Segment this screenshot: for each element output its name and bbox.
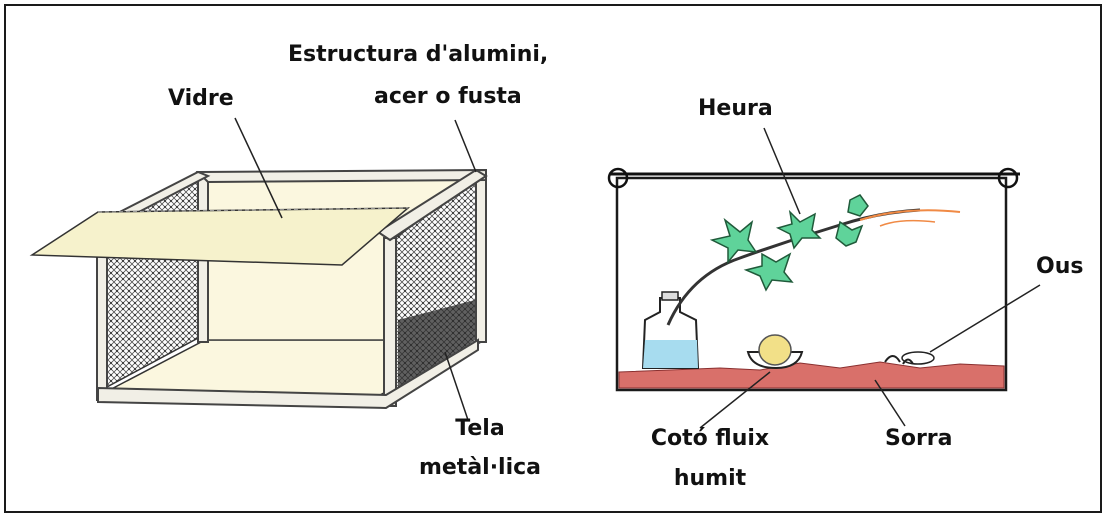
sand-layer	[618, 361, 1005, 389]
left-terrarium	[29, 117, 488, 421]
damp-cotton	[746, 334, 804, 370]
ivy-stem-tip	[859, 209, 961, 221]
label-glass: Vidre	[168, 86, 234, 111]
label-sand: Sorra	[885, 426, 953, 451]
water-bottle	[641, 291, 700, 369]
label-structure-line2: acer o fusta	[374, 84, 522, 109]
ivy-leaf	[775, 209, 822, 250]
sand-leader-line	[874, 379, 906, 427]
label-mesh-line1: Tela	[455, 416, 505, 441]
glass-leader-line	[234, 117, 283, 219]
label-eggs: Ous	[1036, 254, 1084, 279]
ivy-leaves	[709, 194, 869, 292]
structure-leader-line	[454, 119, 477, 173]
cotton-leader-line	[699, 371, 771, 429]
right-terrarium	[607, 127, 1041, 429]
mesh-right-dark	[398, 300, 475, 398]
label-cotton-line2: humit	[673, 466, 747, 491]
label-mesh-line2: metàl·lica	[418, 455, 542, 480]
ivy-leaf	[709, 217, 758, 265]
ivy-leaf	[835, 220, 864, 247]
mesh-leader-line	[444, 351, 469, 421]
eggs-leader-line	[929, 284, 1041, 353]
eggs	[884, 351, 935, 365]
label-structure-line1: Estructura d'alumini,	[288, 42, 549, 67]
label-cotton-line1: Cotó fluix	[650, 426, 770, 451]
glass-panel	[29, 207, 411, 266]
ivy-leaf	[743, 252, 794, 292]
ivy-leaf	[847, 194, 869, 217]
rod-hook-left	[607, 167, 629, 189]
ivy-leader-line	[763, 127, 801, 215]
label-ivy: Heura	[698, 96, 773, 121]
rod-hook-right	[997, 167, 1019, 189]
